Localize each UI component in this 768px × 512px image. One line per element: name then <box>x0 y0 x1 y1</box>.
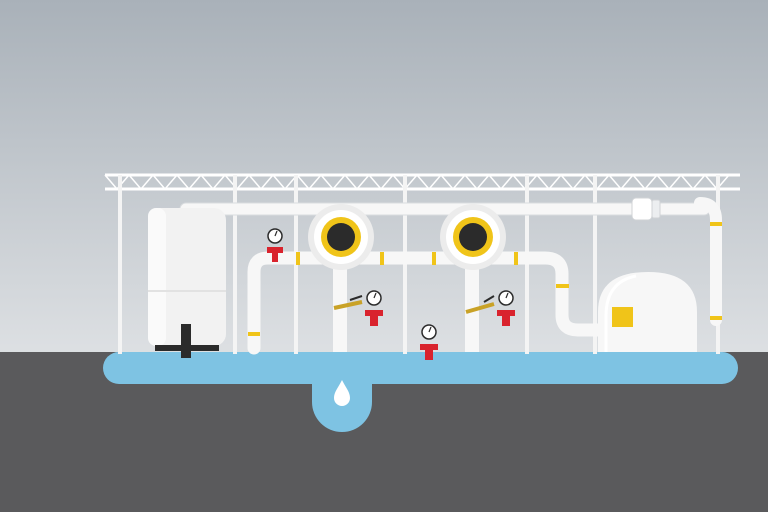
water-basin <box>103 352 738 432</box>
dome-tank-icon <box>598 272 697 352</box>
pressure-gauge-icon <box>267 228 283 244</box>
pressure-gauge-icon <box>366 290 382 306</box>
pressure-gauge-icon <box>498 290 514 306</box>
pressure-gauge-icon <box>421 324 437 340</box>
storage-tank-icon <box>148 208 226 358</box>
red-valve-icon <box>267 247 283 262</box>
red-valve-icon <box>497 310 515 326</box>
left-manifold <box>247 251 617 355</box>
red-valve-icon <box>365 310 383 326</box>
pump-impeller-icon <box>308 204 374 352</box>
pipe-coupling <box>631 197 653 221</box>
yellow-pipe-bands <box>248 252 569 336</box>
pipe-coupling <box>651 199 661 219</box>
red-valve-icon <box>420 344 438 360</box>
water-droplet-icon <box>334 380 350 406</box>
pump-impeller-icon <box>440 204 506 352</box>
overhead-truss <box>104 173 740 191</box>
top-pipe <box>179 197 722 326</box>
